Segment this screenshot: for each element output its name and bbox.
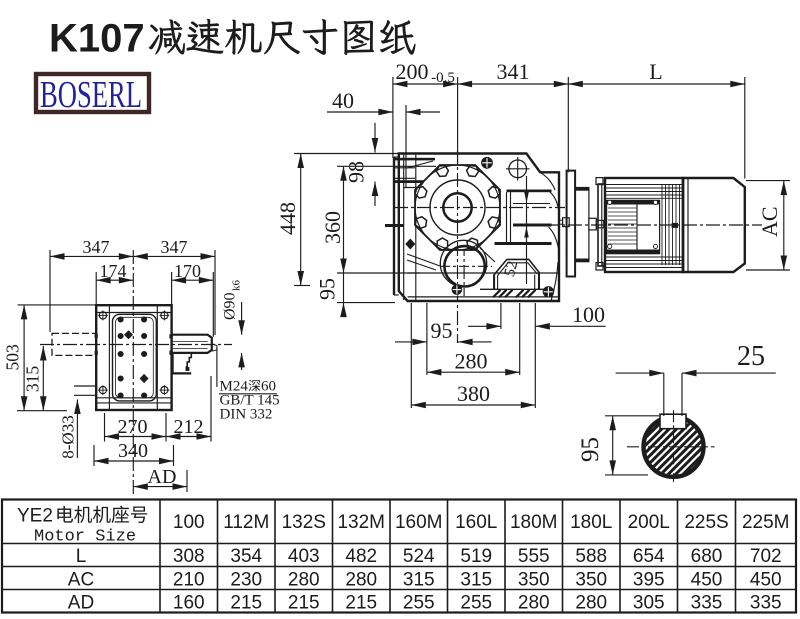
svg-text:-0.5: -0.5 — [431, 70, 455, 86]
svg-text:180M: 180M — [510, 512, 558, 533]
svg-text:AC: AC — [757, 206, 782, 237]
svg-text:680: 680 — [691, 546, 723, 567]
svg-text:270: 270 — [118, 416, 148, 438]
svg-text:255: 255 — [403, 592, 435, 613]
svg-text:200: 200 — [396, 59, 429, 84]
svg-text:340: 340 — [118, 440, 148, 462]
svg-text:305: 305 — [633, 592, 665, 613]
svg-text:280: 280 — [518, 592, 550, 613]
svg-text:215: 215 — [288, 592, 320, 613]
svg-text:354: 354 — [230, 546, 262, 567]
svg-text:308: 308 — [173, 546, 205, 567]
svg-text:BOSERL: BOSERL — [40, 74, 142, 116]
svg-text:L: L — [649, 59, 662, 84]
svg-text:160L: 160L — [455, 512, 497, 533]
svg-text:L: L — [76, 546, 87, 567]
svg-text:95: 95 — [577, 437, 604, 462]
svg-text:100: 100 — [572, 302, 605, 327]
svg-text:524: 524 — [403, 546, 435, 567]
svg-text:170: 170 — [174, 261, 201, 281]
svg-text:95: 95 — [431, 318, 453, 343]
svg-text:448: 448 — [275, 202, 300, 235]
svg-text:280: 280 — [575, 592, 607, 613]
svg-text:210: 210 — [173, 569, 205, 590]
svg-text:212: 212 — [174, 416, 204, 438]
svg-text:230: 230 — [230, 569, 262, 590]
svg-text:132M: 132M — [337, 512, 385, 533]
svg-text:482: 482 — [345, 546, 377, 567]
svg-text:503: 503 — [3, 344, 23, 371]
svg-text:347: 347 — [161, 237, 188, 257]
svg-text:315: 315 — [23, 366, 43, 393]
svg-text:160M: 160M — [395, 512, 443, 533]
svg-text:M24: M24 — [220, 379, 249, 395]
svg-text:215: 215 — [230, 592, 262, 613]
svg-text:132S: 132S — [282, 512, 326, 533]
svg-text:255: 255 — [460, 592, 492, 613]
svg-text:60: 60 — [261, 379, 276, 395]
svg-text:395: 395 — [633, 569, 665, 590]
svg-text:280: 280 — [455, 349, 488, 374]
svg-text:280: 280 — [345, 569, 377, 590]
svg-text:341: 341 — [497, 59, 530, 84]
svg-text:95: 95 — [315, 278, 340, 300]
svg-text:98: 98 — [344, 161, 369, 183]
svg-text:174: 174 — [100, 261, 127, 281]
svg-text:403: 403 — [288, 546, 320, 567]
svg-text:347: 347 — [83, 237, 110, 257]
svg-text:112M: 112M — [223, 512, 269, 533]
svg-text:Ø90: Ø90 — [222, 292, 239, 320]
svg-text:AD: AD — [68, 592, 94, 613]
svg-text:8-Ø33: 8-Ø33 — [59, 415, 78, 458]
svg-text:450: 450 — [750, 569, 782, 590]
svg-text:555: 555 — [518, 546, 550, 567]
svg-text:AD: AD — [148, 466, 177, 488]
svg-text:180L: 180L — [570, 512, 612, 533]
svg-text:100: 100 — [173, 512, 205, 533]
svg-text:225S: 225S — [684, 512, 728, 533]
svg-text:k6: k6 — [231, 280, 243, 292]
svg-text:519: 519 — [460, 546, 492, 567]
svg-text:380: 380 — [457, 381, 490, 406]
svg-text:225M: 225M — [742, 512, 790, 533]
svg-text:360: 360 — [320, 211, 345, 244]
svg-text:40: 40 — [332, 88, 354, 113]
svg-text:160: 160 — [173, 592, 205, 613]
svg-text:AC: AC — [68, 569, 94, 590]
svg-text:52: 52 — [501, 259, 521, 278]
svg-text:K107: K107 — [49, 17, 145, 61]
svg-text:DIN 332: DIN 332 — [220, 407, 273, 423]
svg-text:335: 335 — [750, 592, 782, 613]
svg-text:200L: 200L — [628, 512, 670, 533]
svg-text:215: 215 — [345, 592, 377, 613]
svg-text:350: 350 — [518, 569, 550, 590]
svg-text:GB/T 145: GB/T 145 — [220, 393, 280, 409]
svg-text:702: 702 — [750, 546, 782, 567]
svg-text:315: 315 — [403, 569, 435, 590]
svg-text:588: 588 — [575, 546, 607, 567]
svg-text:350: 350 — [575, 569, 607, 590]
svg-text:YE2: YE2 — [17, 506, 53, 527]
svg-text:654: 654 — [633, 546, 665, 567]
svg-text:335: 335 — [691, 592, 723, 613]
svg-text:450: 450 — [691, 569, 723, 590]
svg-text:280: 280 — [288, 569, 320, 590]
svg-text:315: 315 — [460, 569, 492, 590]
svg-text:25: 25 — [737, 341, 765, 372]
svg-text:Motor Size: Motor Size — [34, 528, 136, 547]
